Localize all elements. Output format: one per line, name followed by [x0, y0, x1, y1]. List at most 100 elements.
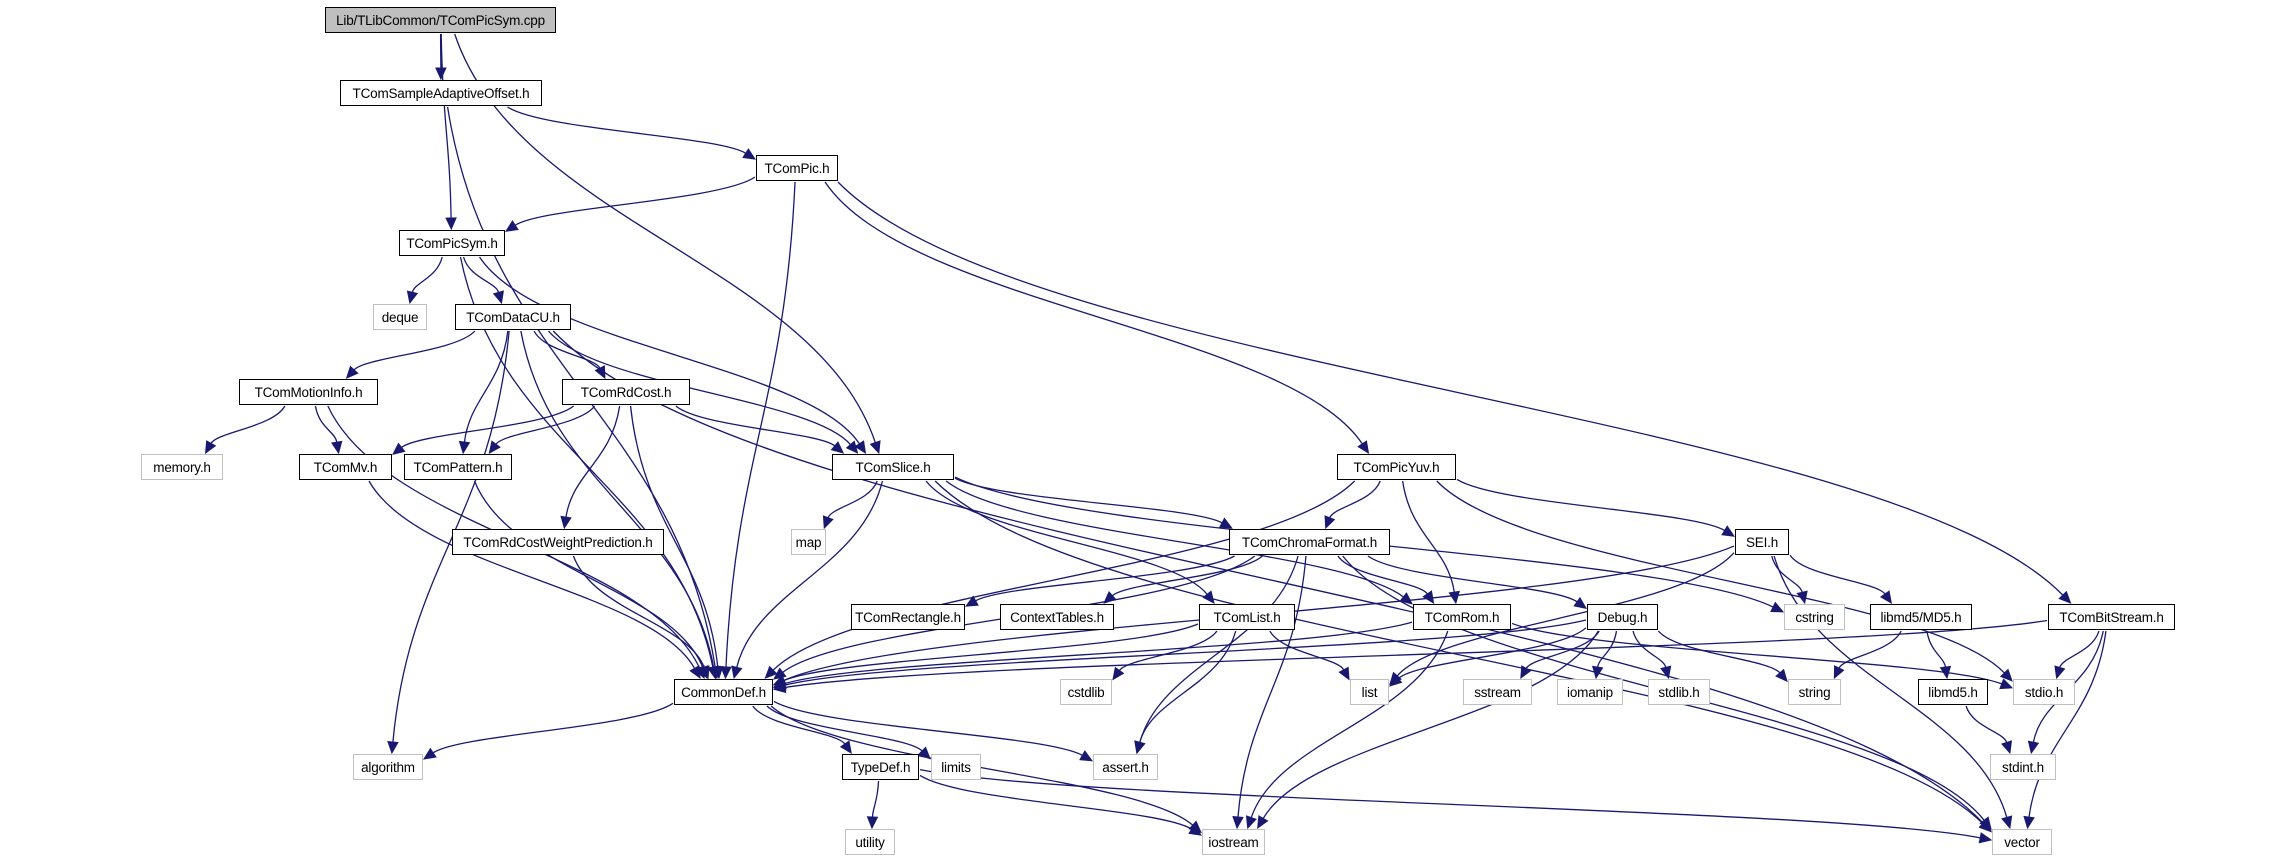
node-root[interactable]: Lib/TLibCommon/TComPicSym.cpp — [325, 7, 556, 33]
node-picsym[interactable]: TComPicSym.h — [399, 230, 505, 256]
node-rom[interactable]: TComRom.h — [1413, 604, 1511, 630]
edge-picyuv-to-stdio — [1436, 480, 2005, 674]
node-memory[interactable]: memory.h — [141, 454, 223, 480]
node-stdlib[interactable]: stdlib.h — [1648, 679, 1710, 705]
edge-rom-to-commondef — [784, 621, 1413, 685]
node-stdio[interactable]: stdio.h — [2013, 679, 2075, 705]
edge-chroma-to-rect — [975, 555, 1235, 602]
node-iomanip[interactable]: iomanip — [1557, 679, 1623, 705]
node-datacu[interactable]: TComDataCU.h — [455, 304, 571, 330]
node-limits[interactable]: limits — [931, 754, 981, 780]
arrowhead-icon-picsym-to-slice — [854, 440, 867, 455]
edge-debug-to-stdlib — [1632, 630, 1667, 668]
edge-rdcost-to-pattern — [495, 405, 596, 445]
node-utility[interactable]: utility — [845, 829, 895, 855]
node-rdcostwp[interactable]: TComRdCostWeightPrediction.h — [452, 529, 664, 555]
arrowhead-icon-datacu-to-slice — [845, 440, 859, 454]
edge-bitstream-to-vector — [2028, 630, 2107, 818]
edge-picyuv-to-rom — [1401, 480, 1455, 593]
edge-picsym-to-datacu — [462, 256, 500, 293]
arrowhead-icon-bitstream-to-stdio — [2054, 665, 2066, 680]
edge-datacu-to-pattern — [463, 330, 509, 443]
arrowhead-icon-root-to-picsym — [445, 217, 457, 231]
edge-picsym-to-deque — [411, 256, 443, 293]
node-string[interactable]: string — [1788, 679, 1841, 705]
edge-datacu-to-vector — [552, 330, 1984, 824]
node-sao[interactable]: TComSampleAdaptiveOffset.h — [340, 80, 542, 106]
arrowhead-icon-sei-to-vector — [2001, 815, 2013, 830]
arrowhead-icon-debug-to-iomanip — [1591, 665, 1604, 680]
arrowhead-icon-bitstream-to-stdint — [2027, 740, 2040, 755]
node-deque[interactable]: deque — [373, 304, 427, 330]
node-md5h[interactable]: libmd5/MD5.h — [1870, 604, 1972, 630]
node-libmd5[interactable]: libmd5.h — [1918, 679, 1988, 705]
edge-root-to-slice — [454, 33, 876, 443]
edge-chroma-to-iostream — [1237, 555, 1307, 818]
edge-chroma-to-assert — [1139, 555, 1299, 743]
arrowhead-icon-chroma-to-rect — [964, 595, 979, 607]
arrowhead-icon-rdcost-to-pattern — [488, 440, 501, 454]
edge-pattern-to-commondef — [473, 480, 704, 669]
arrowhead-icon-slice-to-map — [822, 515, 834, 530]
node-map[interactable]: map — [791, 529, 826, 555]
edge-list_h-to-assert — [1139, 630, 1237, 743]
edge-typedef-to-iostream — [919, 774, 1193, 830]
edge-rom-to-iostream — [1250, 630, 1449, 818]
edge-picyuv-to-chroma — [1329, 480, 1381, 519]
edge-slice-to-map — [827, 480, 878, 519]
node-ctxtab[interactable]: ContextTables.h — [1000, 604, 1114, 630]
edge-commondef-to-limits — [766, 705, 923, 752]
node-sei[interactable]: SEI.h — [1735, 529, 1789, 555]
arrowhead-icon-bitstream-to-vector — [2023, 815, 2035, 830]
edge-commondef-to-typedef — [752, 705, 846, 745]
node-algorithm[interactable]: algorithm — [353, 754, 423, 780]
node-pic[interactable]: TComPic.h — [756, 155, 838, 181]
node-mv[interactable]: TComMv.h — [299, 454, 392, 480]
edge-datacu-to-rdcost — [533, 330, 601, 369]
edge-md5h-to-string — [1838, 630, 1902, 669]
arrowhead-icon-commondef-to-typedef — [839, 740, 852, 754]
node-stdint[interactable]: stdint.h — [1990, 754, 2056, 780]
node-list[interactable]: list — [1350, 679, 1389, 705]
edge-debug-to-iostream — [1262, 630, 1599, 819]
edge-rdcost-to-mv — [401, 405, 575, 448]
node-typedef[interactable]: TypeDef.h — [842, 754, 919, 780]
node-picyuv[interactable]: TComPicYuv.h — [1337, 454, 1456, 480]
node-bitstream[interactable]: TComBitStream.h — [2048, 604, 2175, 630]
arrowhead-icon-rdcost-to-rdcostwp — [560, 515, 572, 530]
node-iostream[interactable]: iostream — [1202, 829, 1265, 855]
node-cstring[interactable]: cstring — [1784, 604, 1845, 630]
arrowhead-icon-motion-to-memory — [205, 440, 217, 455]
edge-list_h-to-list — [1269, 630, 1345, 671]
arrowhead-icon-rom-to-stdio — [1999, 678, 2014, 690]
node-slice[interactable]: TComSlice.h — [832, 454, 954, 480]
edge-slice-to-commondef — [736, 480, 884, 668]
arrowhead-icon-commondef-to-assert — [1079, 750, 1094, 762]
arrowhead-icon-bitstream-to-commondef — [772, 681, 787, 694]
arrowhead-icon-md5h-to-string — [1833, 665, 1845, 680]
node-vector[interactable]: vector — [1992, 829, 2052, 855]
node-rect[interactable]: TComRectangle.h — [851, 604, 965, 630]
node-chroma[interactable]: TComChromaFormat.h — [1229, 529, 1390, 555]
node-motion[interactable]: TComMotionInfo.h — [239, 379, 378, 405]
edge-slice-to-rom — [945, 480, 1404, 598]
edge-sei-to-md5h — [1789, 554, 1886, 595]
edge-picyuv-to-sei — [1456, 478, 1725, 532]
arrowhead-icon-root-to-sao — [435, 67, 447, 81]
arrowhead-icon-slice-to-commondef — [731, 665, 743, 680]
node-sstream[interactable]: sstream — [1463, 679, 1532, 705]
node-rdcost[interactable]: TComRdCost.h — [562, 379, 690, 405]
node-cstdlib[interactable]: cstdlib — [1060, 679, 1112, 705]
arrowhead-icon-pic-to-picyuv — [1357, 440, 1370, 455]
node-assert[interactable]: assert.h — [1093, 754, 1158, 780]
arrowhead-icon-list_h-to-cstdlib — [1112, 666, 1125, 681]
node-list_h[interactable]: TComList.h — [1199, 604, 1295, 630]
edge-chroma-to-debug — [1367, 555, 1578, 603]
node-debug[interactable]: Debug.h — [1587, 604, 1658, 630]
node-pattern[interactable]: TComPattern.h — [404, 454, 512, 480]
arrowhead-icon-picsym-to-deque — [406, 290, 419, 305]
arrowhead-icon-picyuv-to-sei — [1721, 525, 1736, 537]
edge-chroma-to-ctxtab — [1111, 555, 1263, 597]
node-commondef[interactable]: CommonDef.h — [674, 679, 773, 705]
